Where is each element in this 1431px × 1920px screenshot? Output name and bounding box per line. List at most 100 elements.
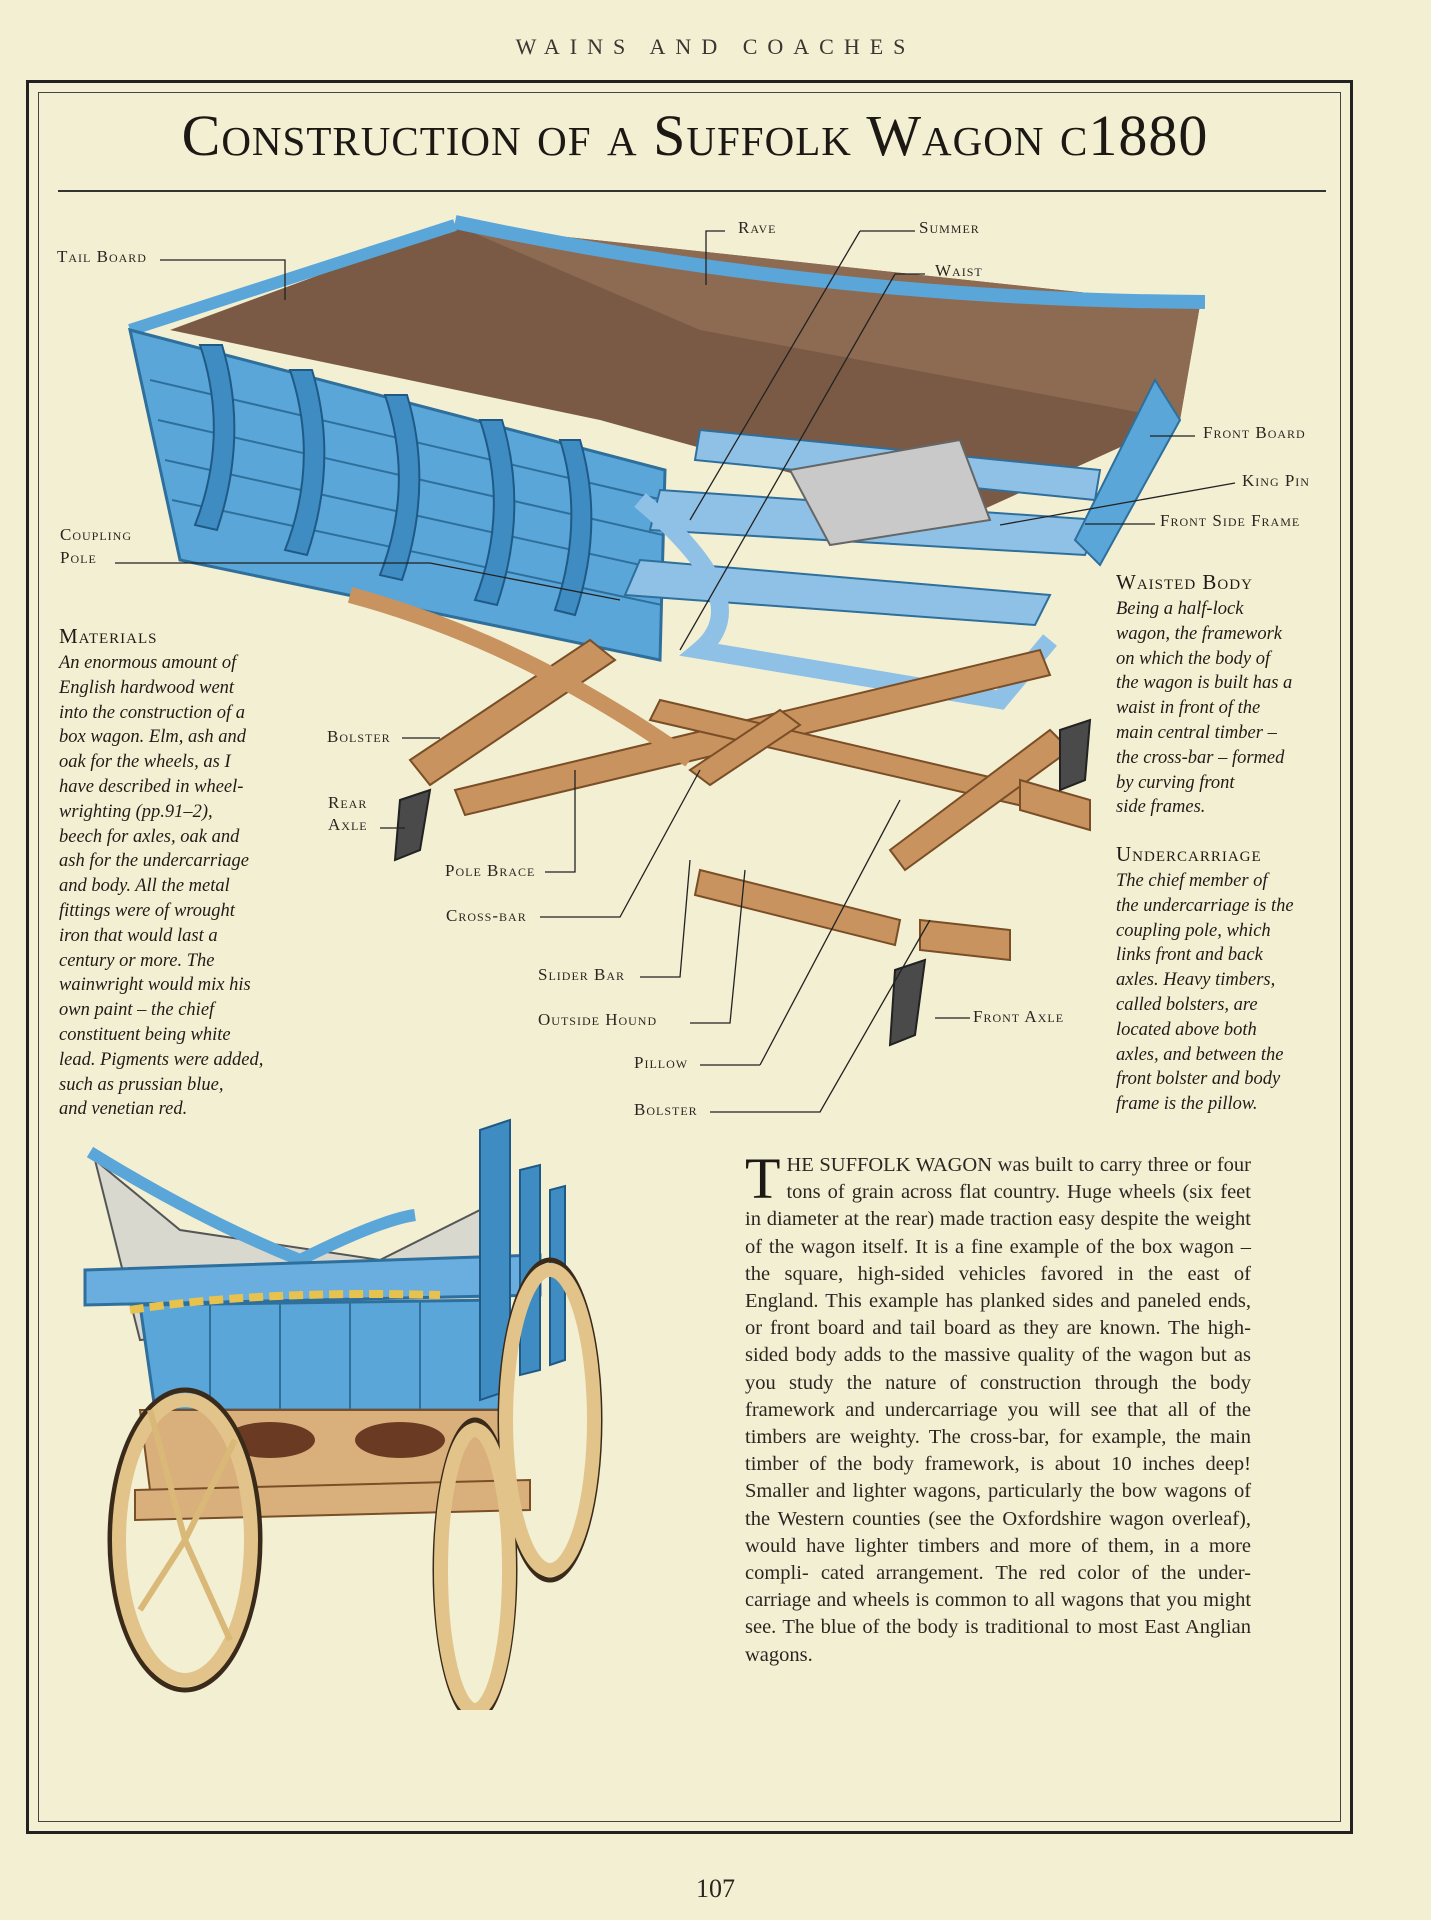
materials-line: fittings were of wrought xyxy=(59,900,235,921)
label-axle: Axle xyxy=(328,815,368,834)
undercarriage-line: the undercarriage is the xyxy=(1116,895,1294,916)
label-front-axle: Front Axle xyxy=(973,1007,1065,1026)
article-line: body framework, is about 10 inches deep! xyxy=(872,1453,1251,1476)
wagon-rear-view-illustration xyxy=(83,1118,603,1710)
rear-axle-end xyxy=(393,788,432,862)
label-tail-board: Tail Board xyxy=(57,247,147,266)
materials-line: have described in wheel- xyxy=(59,776,244,797)
waisted-body-line: on which the body of xyxy=(1116,648,1271,669)
label-coupling: Coupling xyxy=(60,525,133,544)
undercarriage-line: links front and back xyxy=(1116,945,1263,966)
article-line: cated arrangement. The red color of the … xyxy=(820,1562,1252,1585)
wagon-exploded-illustration xyxy=(115,215,1236,1113)
waisted-body-heading: Waisted Body xyxy=(1116,570,1253,594)
waisted-body-line: Being a half-lock xyxy=(1116,599,1244,619)
undercarriage-sidebar: Undercarriage The chief member of the und… xyxy=(1116,842,1338,1117)
waisted-body-sidebar: Waisted Body Being a half-lock wagon, the… xyxy=(1116,570,1338,820)
waisted-body-line: wagon, the framework xyxy=(1116,623,1282,644)
label-cross-bar: Cross-bar xyxy=(446,906,527,925)
article-line: carriage and wheels is common to all wag… xyxy=(745,1589,1124,1612)
label-bolster-rear: Bolster xyxy=(327,727,391,746)
waisted-body-text: Being a half-lock wagon, the framework on … xyxy=(1116,597,1338,820)
main-article: T HE SUFFOLK WAGON was built to carry th… xyxy=(745,1146,1251,1669)
article-line: see that all of the timbers are weighty.… xyxy=(745,1398,1251,1449)
page-border-inner xyxy=(38,92,1341,1822)
undercarriage-line: frame is the pillow. xyxy=(1116,1094,1258,1115)
article-line: cross-bar, for example, the main timber … xyxy=(745,1426,1252,1476)
materials-line: century or more. The xyxy=(59,950,215,971)
article-line: the east of England. This example has pl… xyxy=(745,1262,1251,1313)
undercarriage-line: The chief member of xyxy=(1116,871,1268,891)
undercarriage-line: front bolster and body xyxy=(1116,1069,1281,1090)
materials-heading: Materials xyxy=(59,624,158,648)
article-line: HE SUFFOLK WAGON was built to carry thre… xyxy=(786,1154,1189,1176)
article-line: the body framework and undercarriage you… xyxy=(745,1371,1252,1421)
label-bolster-front: Bolster xyxy=(634,1100,698,1119)
page-number: 107 xyxy=(696,1874,735,1903)
materials-line: oak for the wheels, as I xyxy=(59,752,231,773)
bolster-block xyxy=(788,438,992,547)
page-title: Construction of a Suffolk Wagon c1880 xyxy=(181,103,1209,168)
label-pillow: Pillow xyxy=(634,1053,689,1072)
article-line: wagon itself. It is a fine example of th… xyxy=(800,1235,1234,1258)
label-slider-bar: Slider Bar xyxy=(538,965,626,984)
article-line: Huge wheels (six feet in diameter at the… xyxy=(745,1181,1251,1231)
materials-line: into the construction of a xyxy=(59,702,246,723)
label-waist: Waist xyxy=(935,261,983,280)
article-line: – the square, high-sided vehicles favore… xyxy=(745,1235,1252,1285)
undercarriage-line: called bolsters, are xyxy=(1116,994,1258,1015)
materials-line: lead. Pigments were added, xyxy=(59,1049,264,1070)
title-rule xyxy=(58,190,1326,192)
article-line: you study the nature of construction thr… xyxy=(745,1371,1159,1394)
article-line: timbers and more of them, in a more comp… xyxy=(745,1534,1252,1585)
label-summer: Summer xyxy=(919,218,980,237)
waisted-body-line: side frames. xyxy=(1116,797,1206,818)
article-line: Oxfordshire wagon overleaf), would have … xyxy=(745,1507,1252,1557)
main-article-body: HE SUFFOLK WAGON was built to carry thre… xyxy=(745,1154,1251,1666)
waist-frame xyxy=(634,493,1057,710)
waisted-body-line: waist in front of the xyxy=(1116,698,1261,719)
front-axle-end xyxy=(888,958,927,1047)
article-line: sides and paneled ends, or front board a… xyxy=(745,1290,1252,1340)
materials-line: iron that would last a xyxy=(59,925,218,946)
article-line: board as they are known. The high-sided … xyxy=(745,1317,1252,1367)
undercarriage-line: axles, and between the xyxy=(1116,1044,1284,1065)
article-line: that you might see. The blue of the body… xyxy=(745,1589,1252,1639)
drop-cap: T xyxy=(745,1146,781,1211)
running-head: WAINS AND COACHES xyxy=(515,34,916,59)
undercarriage-line: located above both xyxy=(1116,1019,1257,1040)
article-line: or four tons of grain across flat countr… xyxy=(786,1154,1252,1204)
rave-rail xyxy=(453,215,1206,309)
waisted-body-line: the cross-bar – formed xyxy=(1116,747,1285,768)
label-outside-hound: Outside Hound xyxy=(538,1010,658,1029)
materials-line: such as prussian blue, xyxy=(59,1074,224,1095)
label-rave: Rave xyxy=(738,218,777,237)
materials-line: constituent being white xyxy=(59,1024,231,1045)
materials-line: An enormous amount of xyxy=(59,653,237,673)
materials-line: wrighting (pp.91–2), xyxy=(59,801,213,822)
waisted-body-line: main central timber – xyxy=(1116,722,1277,743)
undercarriage-line: axles. Heavy timbers, xyxy=(1116,970,1276,991)
materials-line: wainwright would mix his xyxy=(59,975,251,996)
label-king-pin: King Pin xyxy=(1242,471,1310,490)
article-line: traditional to most East Anglian wagons. xyxy=(745,1616,1252,1666)
body-side-panel xyxy=(455,225,1200,420)
undercarriage-text: The chief member of the undercarriage is … xyxy=(1116,869,1338,1117)
materials-line: and body. All the metal xyxy=(59,876,230,897)
front-board xyxy=(1073,377,1182,567)
page-border-outer xyxy=(26,80,1353,1834)
undercarriage-heading: Undercarriage xyxy=(1116,842,1262,866)
undercarriage-line: coupling pole, which xyxy=(1116,920,1271,941)
label-pole-brace: Pole Brace xyxy=(445,861,536,880)
materials-line: ash for the undercarriage xyxy=(59,851,249,872)
materials-line: box wagon. Elm, ash and xyxy=(59,727,247,748)
label-front-side-frame: Front Side Frame xyxy=(1160,511,1301,530)
label-pole: Pole xyxy=(60,548,97,567)
article-line: bow wagons of the Western counties (see … xyxy=(745,1480,1252,1530)
label-rear: Rear xyxy=(328,793,368,812)
tail-rail xyxy=(128,219,457,336)
label-front-board: Front Board xyxy=(1203,423,1306,442)
article-line: adds to the massive quality of the wagon… xyxy=(843,1344,1252,1367)
